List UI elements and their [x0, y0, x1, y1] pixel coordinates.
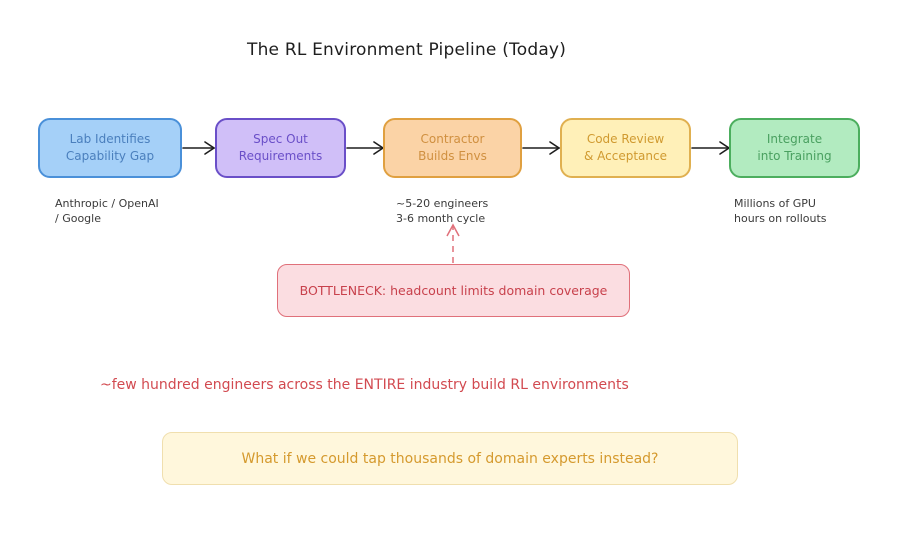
arrow-step2-to-step3 [346, 141, 385, 155]
note-line: ~5-20 engineers [396, 197, 489, 210]
question-callout: What if we could tap thousands of domain… [162, 432, 738, 485]
note-training: Millions of GPU hours on rollouts [734, 196, 827, 226]
step-code-review: Code Review & Acceptance [560, 118, 691, 178]
arrow-step1-to-step2 [182, 141, 216, 155]
note-line: Millions of GPU [734, 197, 816, 210]
note-line: hours on rollouts [734, 212, 827, 225]
step-label-line2: into Training [757, 149, 832, 163]
arrow-step3-to-step4 [522, 141, 561, 155]
arrow-step4-to-step5 [691, 141, 731, 155]
step-integrate-training: Integrate into Training [729, 118, 860, 178]
note-line: Anthropic / OpenAI [55, 197, 159, 210]
note-contractor: ~5-20 engineers 3-6 month cycle [396, 196, 488, 226]
note-labs: Anthropic / OpenAI / Google [55, 196, 159, 226]
step-label-line1: Lab Identifies [69, 132, 151, 146]
step-label-line1: Code Review [586, 132, 665, 146]
diagram-title: The RL Environment Pipeline (Today) [247, 40, 567, 60]
step-label-line1: Spec Out [253, 132, 308, 146]
bottleneck-callout: BOTTLENECK: headcount limits domain cove… [277, 264, 630, 317]
step-label-line2: & Acceptance [583, 149, 667, 163]
note-line: 3-6 month cycle [396, 212, 486, 225]
step-label-line2: Requirements [238, 149, 323, 163]
bottleneck-dashed-arrow [446, 223, 460, 263]
step-label-line1: Contractor [420, 132, 485, 146]
step-label-line2: Builds Envs [418, 149, 487, 163]
step-label-line2: Capability Gap [65, 149, 155, 163]
note-line: / Google [55, 212, 101, 225]
step-label-line1: Integrate [766, 132, 823, 146]
industry-note: ~few hundred engineers across the ENTIRE… [100, 377, 629, 393]
